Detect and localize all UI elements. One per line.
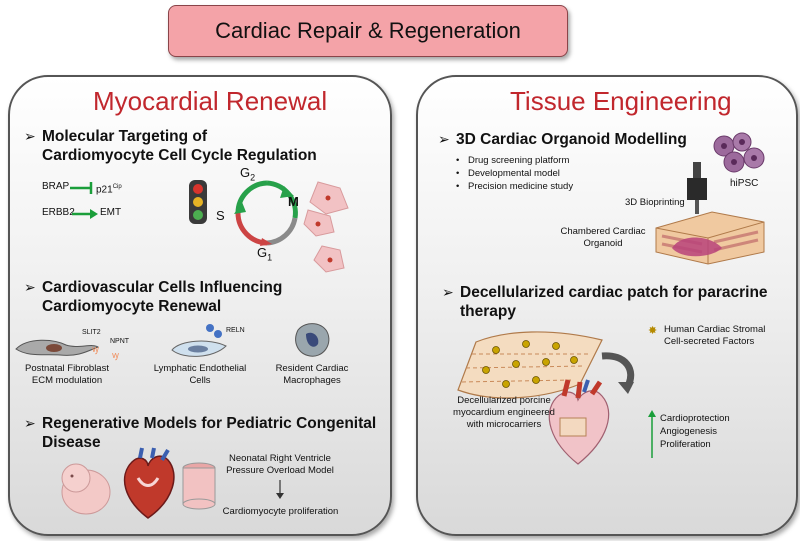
g1-text: G — [257, 245, 268, 260]
arrow-bullet-icon: ➢ — [442, 284, 454, 300]
label-line: Lymphatic Endothelial — [153, 363, 247, 374]
p21-label: p21Cip — [96, 181, 122, 196]
macrophage-icon — [295, 323, 330, 357]
g1-subscript: 1 — [267, 252, 273, 263]
hipsc-cells-icon — [713, 132, 765, 173]
main-title: Cardiac Repair & Regeneration — [168, 5, 568, 57]
slit2-label: SLIT2 — [82, 329, 101, 336]
label-line: Decellularized porcine — [457, 395, 551, 406]
fibroblast-label: Postnatal Fibroblast ECM modulation — [12, 363, 122, 387]
heading-line: Disease — [42, 434, 101, 451]
label-line: Cells — [189, 375, 211, 386]
label-line: Human Cardiac Stromal — [664, 324, 766, 335]
rv-model-label: Neonatal Right Ventricle Pressure Overlo… — [220, 453, 340, 477]
heading-line: Cardiovascular Cells Influencing — [42, 279, 283, 296]
organoid-modelling-heading: ➢ 3D Cardiac Organoid Modelling — [438, 130, 687, 149]
cycle-m-label: M — [288, 194, 299, 209]
arrow-bullet-icon: ➢ — [24, 415, 36, 431]
inhibition-arrow-icon — [70, 182, 93, 194]
organoid-label: Chambered Cardiac Organoid — [548, 226, 658, 250]
lymphatic-label: Lymphatic Endothelial Cells — [145, 363, 255, 387]
proliferation-outcome-label: Cardiomyocyte proliferation — [222, 506, 339, 517]
list-item: Angiogenesis — [660, 426, 718, 437]
cycle-g1-label: G1 — [257, 245, 272, 263]
myocardial-renewal-title: Myocardial Renewal — [93, 86, 328, 116]
label-line: Neonatal Right Ventricle — [229, 453, 331, 464]
porcine-patch-label: Decellularized porcine myocardium engine… — [448, 395, 560, 431]
organoid-uses-list: Drug screening platform Developmental mo… — [456, 154, 573, 193]
curved-arrow-icon — [601, 352, 635, 394]
label-line: myocardium engineered — [453, 407, 555, 418]
p21-text: p21 — [96, 184, 113, 196]
decellularized-patch-heading: ➢ Decellularized cardiac patch for parac… — [442, 283, 768, 321]
arrow-bullet-icon: ➢ — [24, 128, 36, 144]
macrophage-label: Resident Cardiac Macrophages — [262, 363, 362, 387]
heading-line: Cardiomyocyte Renewal — [42, 298, 222, 315]
cell-cycle-icon — [234, 180, 298, 246]
label-line: Macrophages — [283, 375, 341, 386]
label-line: Chambered Cardiac — [560, 226, 646, 237]
list-item: Cardioprotection — [660, 413, 730, 424]
regenerative-models-heading: ➢ Regenerative Models for Pediatric Cong… — [24, 414, 377, 452]
therapy-outcomes-list: Cardioprotection Angiogenesis Proliferat… — [660, 412, 730, 451]
npnt-label: NPNT — [110, 338, 130, 345]
brap-label: BRAP — [42, 181, 70, 192]
emt-label: EMT — [100, 207, 122, 218]
label-line: Cell-secreted Factors — [664, 336, 755, 347]
molecular-targeting-heading: ➢ Molecular Targeting of Cardiomyocyte C… — [24, 127, 317, 165]
myocardial-renewal-panel — [8, 75, 392, 536]
cardiac-organoid-icon — [655, 211, 765, 265]
list-item: Drug screening platform — [456, 154, 573, 167]
muscle-tissue-icon — [182, 462, 216, 510]
cardiomyocyte-cells-icon — [303, 181, 349, 273]
heart-with-patch-icon — [548, 379, 610, 465]
reln-label: RELN — [226, 327, 245, 334]
label-line: Organoid — [583, 238, 623, 249]
heading-line: therapy — [460, 303, 516, 320]
arrow-bullet-icon: ➢ — [24, 279, 36, 295]
traffic-light-icon — [189, 180, 207, 224]
up-arrow-icon — [648, 410, 656, 458]
cardiovascular-cells-heading: ➢ Cardiovascular Cells Influencing Cardi… — [24, 278, 283, 316]
heart-icon — [123, 447, 175, 519]
erbb2-label: ERBB2 — [42, 207, 75, 218]
heading-line: Molecular Targeting of — [42, 128, 208, 145]
lymphatic-endothelial-cell-icon — [171, 324, 227, 357]
fibroblast-icon — [15, 339, 100, 356]
g2-subscript: 2 — [250, 172, 256, 183]
tissue-engineering-title: Tissue Engineering — [510, 86, 732, 116]
g2-text: G — [240, 165, 251, 180]
p21-superscript: Cip — [112, 184, 122, 190]
stromal-factor-icon: ✸ — [648, 325, 658, 337]
list-item: Precision medicine study — [456, 180, 573, 193]
activation-arrow-icon — [72, 209, 98, 219]
list-item: Proliferation — [660, 439, 711, 450]
heading-line: Regenerative Models for Pediatric Congen… — [42, 415, 377, 432]
label-line: Pressure Overload Model — [226, 465, 334, 476]
label-line: Resident Cardiac — [275, 363, 349, 374]
down-arrow-icon — [276, 480, 284, 499]
label-line: ECM modulation — [31, 375, 103, 386]
list-item: Developmental model — [456, 167, 573, 180]
stromal-factors-label: Human Cardiac Stromal Cell-secreted Fact… — [664, 324, 765, 348]
cycle-g2-label: G2 — [240, 165, 255, 183]
fetus-icon — [61, 463, 111, 515]
label-line: Postnatal Fibroblast — [25, 363, 109, 374]
hipsc-label: hiPSC — [730, 178, 759, 189]
heading-line: 3D Cardiac Organoid Modelling — [456, 131, 687, 148]
bioprinting-label: 3D Bioprinting — [625, 197, 685, 208]
bioprinter-icon — [687, 162, 707, 214]
label-line: with microcarriers — [466, 419, 542, 430]
cycle-s-label: S — [216, 208, 225, 223]
arrow-bullet-icon: ➢ — [438, 131, 450, 147]
heading-line: Decellularized cardiac patch for paracri… — [460, 284, 768, 301]
squiggle-icon: ꝡ — [92, 344, 99, 354]
squiggle-icon: ꝡ — [112, 350, 119, 360]
heading-line: Cardiomyocyte Cell Cycle Regulation — [42, 147, 317, 164]
